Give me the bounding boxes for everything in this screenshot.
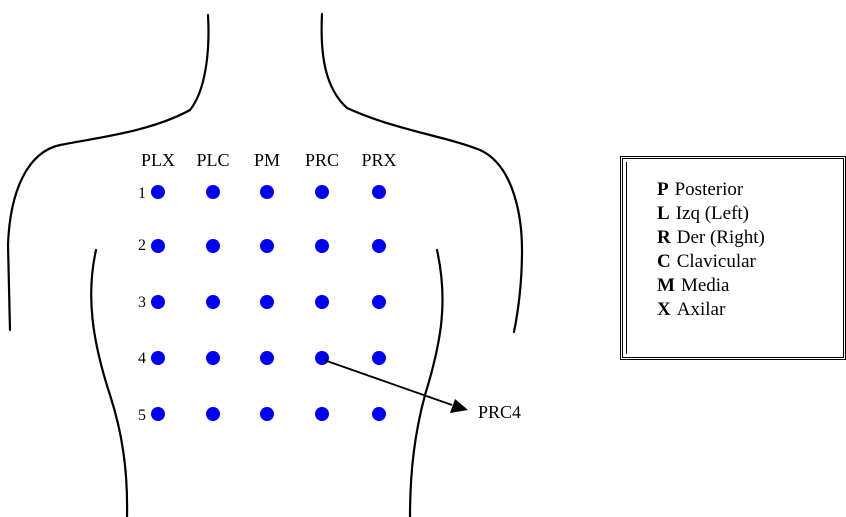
legend-key: R [657,227,671,248]
point-prx3 [372,295,386,309]
legend-text: Clavicular [677,251,756,272]
point-plx5 [151,407,165,421]
row-label-5: 5 [138,407,146,424]
arm-right-inner-line [410,250,443,517]
legend-item-c: C Clavicular [657,250,765,274]
point-plc4 [206,351,220,365]
point-prc4 [315,351,329,365]
point-prx1 [372,185,386,199]
point-plc3 [206,295,220,309]
arm-left-inner-line [91,250,127,517]
auscultation-point-grid [151,185,386,421]
point-pm4 [260,351,274,365]
legend-list: P Posterior L Izq (Left) R Der (Right) C Cla… [657,178,765,322]
neck-left-line [190,15,208,110]
legend-item-l: L Izq (Left) [657,202,765,226]
point-plx4 [151,351,165,365]
point-prc2 [315,239,329,253]
legend-item-m: M Media [657,274,765,298]
column-label-prc: PRC [305,150,339,170]
legend-item-r: R Der (Right) [657,226,765,250]
column-labels: PLX PLC PM PRC PRX [141,150,397,170]
row-label-1: 1 [138,185,146,202]
column-label-pm: PM [254,150,280,170]
legend-key: C [657,251,671,272]
pointer-arrow [324,360,468,413]
point-plc1 [206,185,220,199]
legend-item-p: P Posterior [657,178,765,202]
legend-key: P [657,179,669,200]
point-pm3 [260,295,274,309]
legend-text: Axilar [677,299,726,320]
legend-box: P Posterior L Izq (Left) R Der (Right) C Cla… [620,156,846,360]
row-label-4: 4 [138,350,146,367]
point-prx2 [372,239,386,253]
point-prc1 [315,185,329,199]
point-pm5 [260,407,274,421]
legend-text: Der (Right) [677,227,765,248]
legend-text: Izq (Left) [676,203,749,224]
point-plx3 [151,295,165,309]
point-prx5 [372,407,386,421]
column-label-plc: PLC [196,150,229,170]
row-label-2: 2 [138,237,146,254]
point-plx2 [151,239,165,253]
column-label-plx: PLX [141,150,175,170]
column-label-prx: PRX [361,150,396,170]
legend-text: Posterior [675,179,744,200]
point-plx1 [151,185,165,199]
point-pm2 [260,239,274,253]
legend-item-x: X Axilar [657,298,765,322]
torso-outline [8,14,522,517]
point-plc5 [206,407,220,421]
legend-key: M [657,275,675,296]
neck-right-line [322,14,347,108]
legend-text: Media [681,275,730,296]
pointer-arrowhead [450,399,468,413]
legend-key: X [657,299,671,320]
row-labels: 1 2 3 4 5 [138,185,146,424]
row-label-3: 3 [138,294,146,311]
point-prx4 [372,351,386,365]
legend-inner-frame: P Posterior L Izq (Left) R Der (Right) C Cla… [626,162,843,354]
point-pm1 [260,185,274,199]
point-plc2 [206,239,220,253]
point-prc3 [315,295,329,309]
legend-key: L [657,203,670,224]
highlighted-point-label: PRC4 [478,402,521,422]
point-prc5 [315,407,329,421]
